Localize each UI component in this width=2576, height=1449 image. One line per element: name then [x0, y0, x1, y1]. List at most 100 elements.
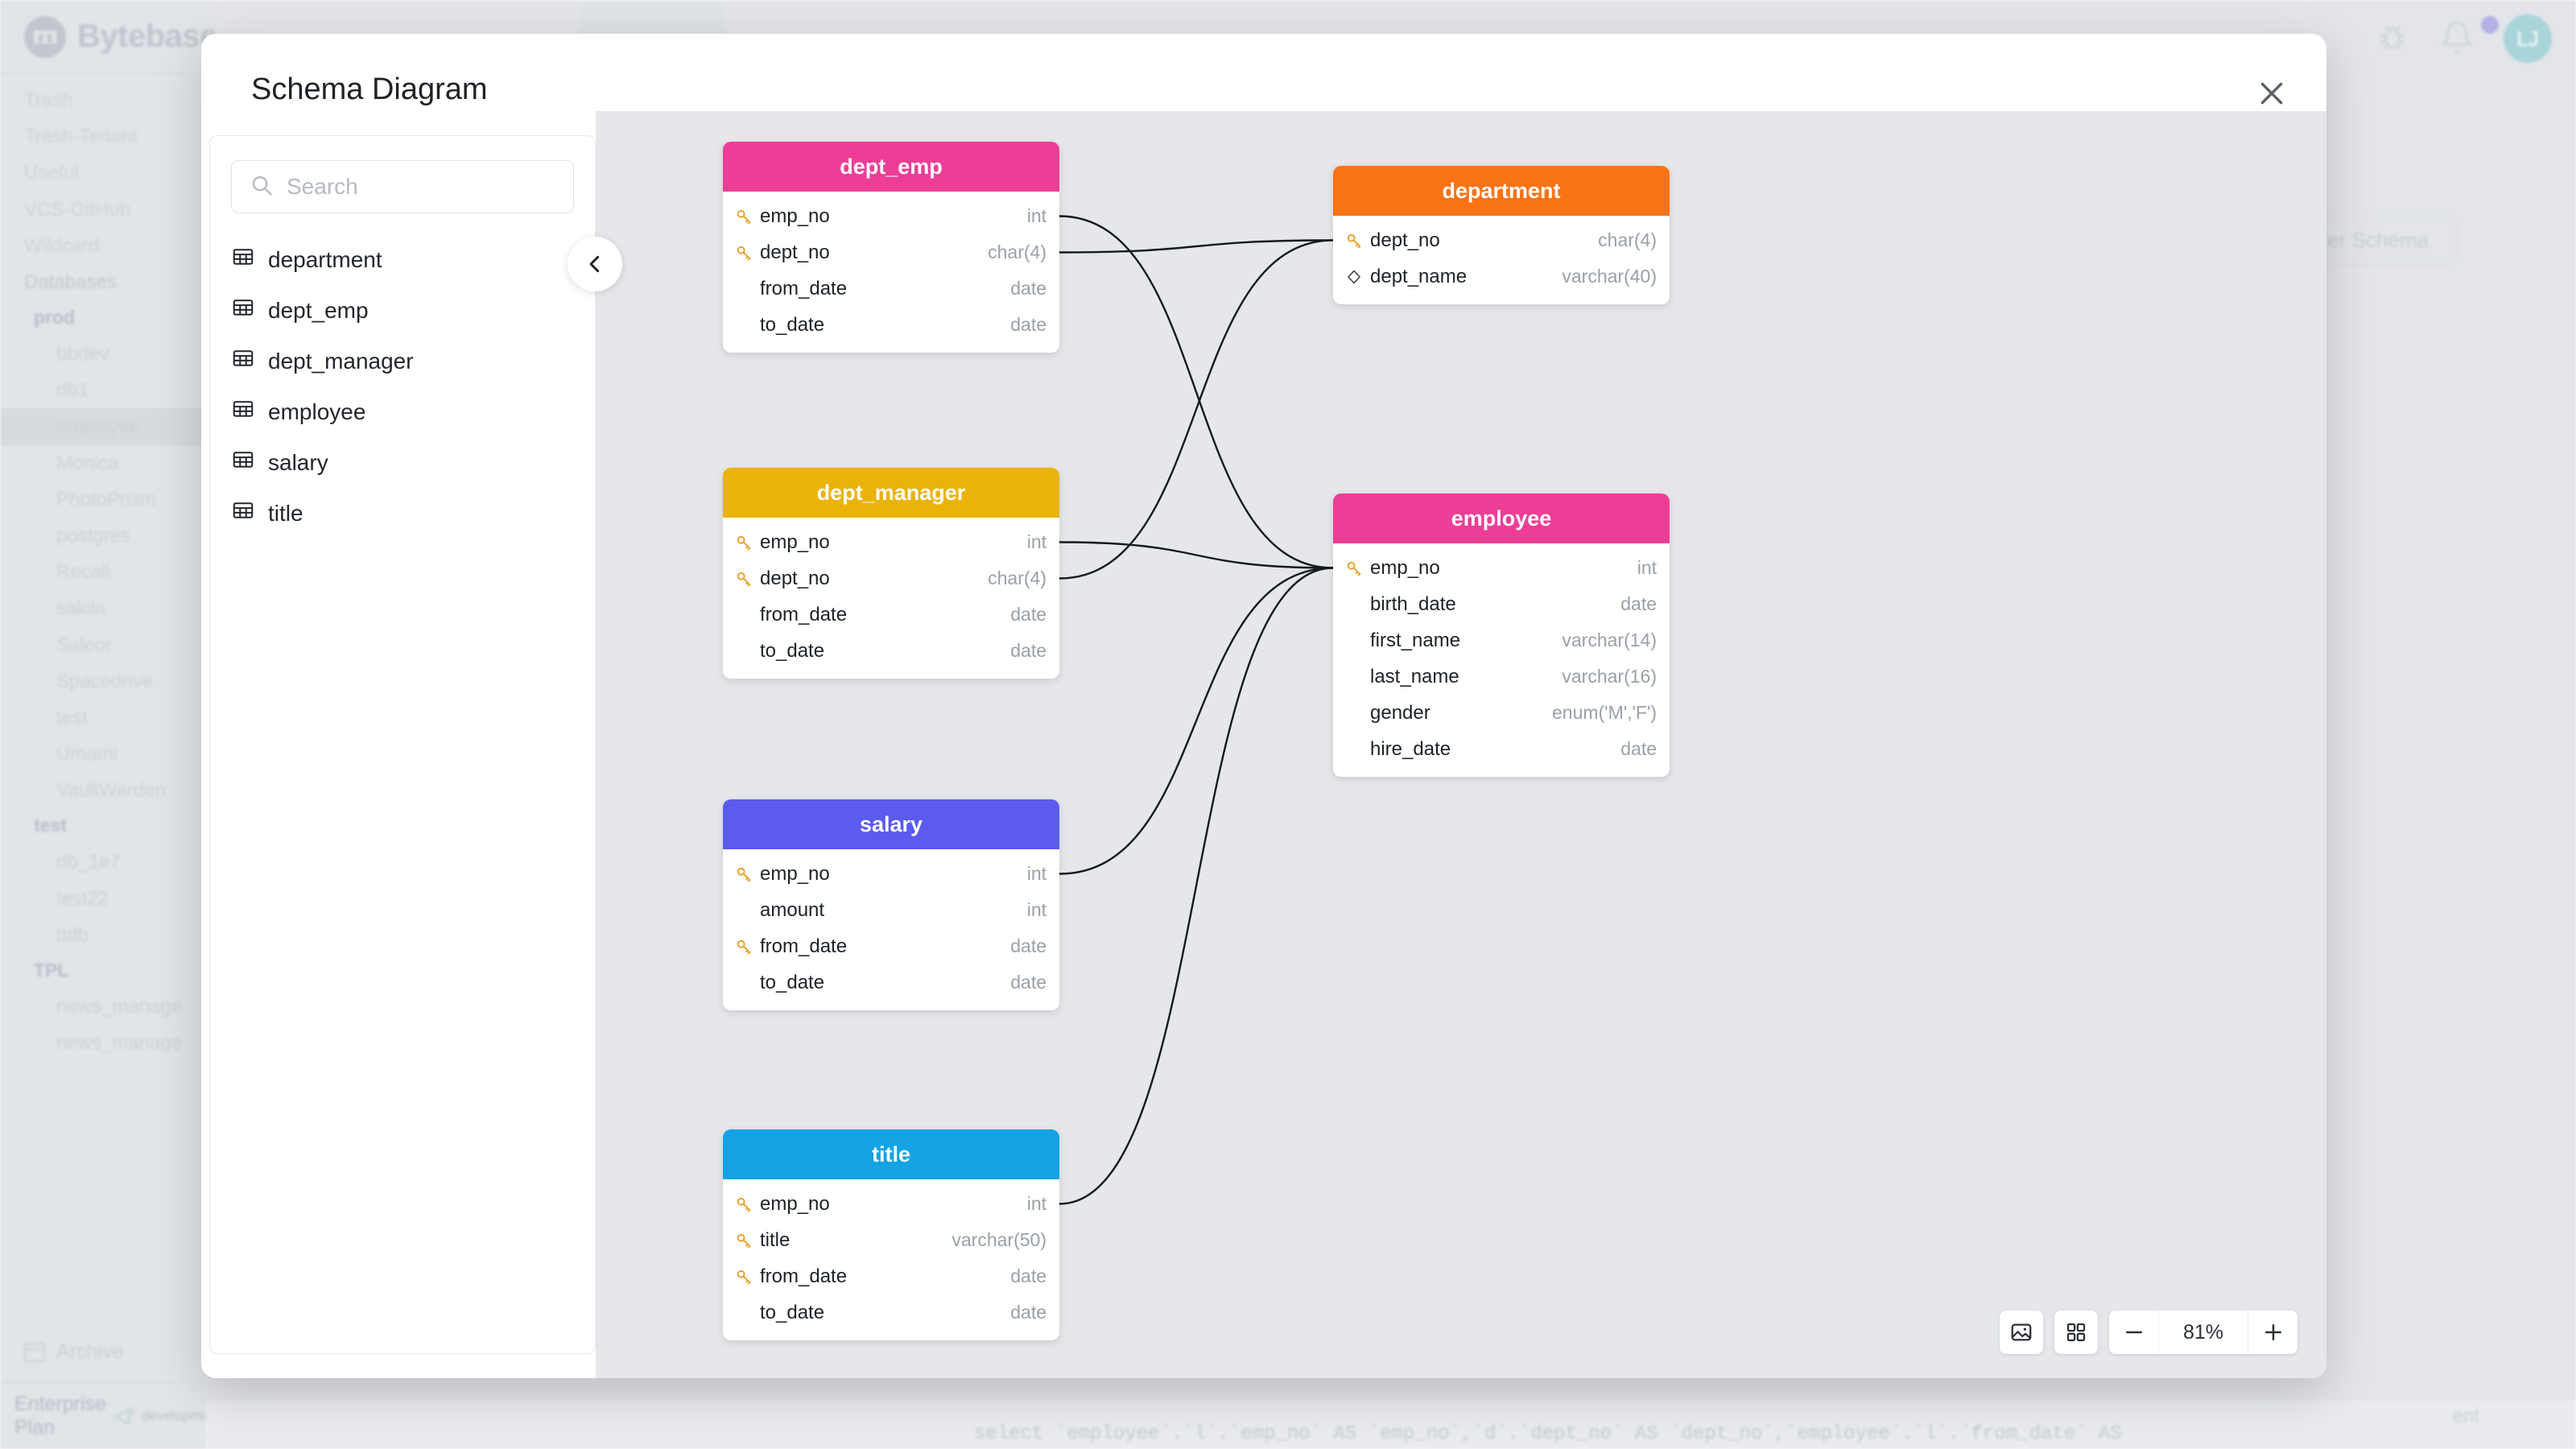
sidebar-item-test22[interactable]: test22 [56, 887, 109, 910]
table-list-item-department[interactable]: department [210, 234, 595, 285]
table-list-item-label: employee [268, 398, 366, 424]
sidebar-item-db1[interactable]: db1 [56, 379, 89, 402]
zoom-in-button[interactable] [2248, 1311, 2297, 1354]
schema-diagram-modal: Schema Diagram departmentdept_empdept_ma… [201, 34, 2326, 1378]
column-name: emp_no [760, 1192, 830, 1215]
plan-status: Enterprise Plan ◁⁾ development [0, 1381, 221, 1449]
sidebar-item-news-manage[interactable]: news_manage [56, 995, 183, 1018]
sidebar-item-db-1e7[interactable]: db_1e7 [56, 851, 122, 873]
primary-key-icon [734, 568, 760, 589]
auto-layout-icon[interactable] [2054, 1311, 2098, 1354]
notification-badge-dot [2481, 16, 2499, 34]
archive-label: Archive [56, 1340, 124, 1363]
table-list-item-label: dept_emp [268, 297, 369, 323]
close-icon[interactable] [2251, 72, 2293, 114]
column-type: date [1010, 935, 1046, 956]
canvas-toolbar: 81% [2000, 1311, 2297, 1354]
bug-icon[interactable] [2375, 19, 2410, 59]
sidebar-item-useful[interactable]: Useful [24, 162, 80, 184]
column-name: dept_no [760, 567, 830, 589]
sidebar-item-databases: Databases [24, 270, 117, 293]
sidebar-item-vaultwarden[interactable]: VaultWarden [56, 779, 167, 802]
column-type: char(4) [988, 568, 1046, 588]
primary-key-icon [1344, 230, 1370, 251]
column-name: amount [760, 898, 825, 921]
background-topbar-icons: LJ [2375, 14, 2552, 63]
collapse-panel-button[interactable] [568, 237, 622, 291]
table-list-item-dept_emp[interactable]: dept_emp [210, 285, 595, 336]
column-name: from_date [760, 277, 848, 299]
sidebar-item-photoprism[interactable]: PhotoPrism [56, 488, 157, 510]
search-box[interactable] [231, 160, 574, 213]
export-image-icon[interactable] [2000, 1311, 2043, 1354]
sidebar-item-news-manage[interactable]: news_manage [56, 1031, 183, 1054]
table-node-title: dept_emp [840, 154, 943, 179]
table-node-header: dept_manager [723, 468, 1059, 518]
sidebar-item-recall[interactable]: Recall [56, 561, 110, 584]
column-name: to_date [760, 1301, 825, 1323]
column-name: from_date [760, 1265, 848, 1287]
column-row: emp_no int [723, 1186, 1059, 1222]
sidebar-item-sakila[interactable]: sakila [56, 597, 106, 620]
column-name: hire_date [1370, 737, 1451, 760]
sidebar-item-umami[interactable]: Umami [56, 743, 118, 766]
column-row: from_date date [723, 1258, 1059, 1294]
table-node-title: salary [859, 811, 923, 836]
sidebar-item-postgres[interactable]: postgres [56, 524, 131, 547]
sidebar-item-ttdb[interactable]: ttdb [56, 923, 89, 946]
sidebar-item-spacedrive[interactable]: Spacedrive [56, 670, 154, 692]
zoom-control-group: 81% [2109, 1311, 2297, 1354]
column-name: dept_no [1370, 229, 1440, 251]
column-name: dept_no [760, 241, 830, 263]
table-list-item-title[interactable]: title [210, 488, 595, 539]
notification-bell-icon[interactable] [2439, 19, 2475, 59]
sidebar-item-monica[interactable]: Monica [56, 452, 119, 474]
sidebar-item-saleor[interactable]: Saleor [56, 634, 113, 656]
column-type: date [1010, 640, 1046, 661]
search-input[interactable] [287, 174, 555, 200]
column-name: dept_name [1370, 265, 1468, 287]
sidebar-item-test[interactable]: test [56, 706, 88, 729]
table-list-item-salary[interactable]: salary [210, 437, 595, 488]
environment-tag: development [142, 1407, 221, 1423]
column-type: int [1026, 1193, 1046, 1214]
zoom-level-label: 81% [2182, 1320, 2224, 1344]
sidebar-item-vcs-github[interactable]: VCS-GitHub [24, 198, 131, 221]
sql-preview-text: select `employee`.`l`.`emp_no` AS `emp_n… [974, 1423, 2122, 1445]
unique-key-icon [1344, 267, 1370, 287]
column-type: date [1010, 1265, 1046, 1286]
column-type: int [1026, 899, 1046, 920]
bytebase-logo-icon [24, 15, 66, 58]
sidebar-item-trash-tenant[interactable]: Trash-Tenant [24, 126, 138, 148]
relationship-edges [1040, 205, 1334, 1215]
sidebar-item-test: test [34, 815, 67, 836]
sidebar-item-wildcard[interactable]: Wildcard [24, 234, 100, 257]
avatar[interactable]: LJ [2504, 14, 2552, 63]
sidebar-item-bbdev[interactable]: bbdev [56, 343, 109, 365]
sidebar-item-employee[interactable]: employee [0, 408, 205, 445]
sidebar-item-archive[interactable]: Archive [0, 1332, 205, 1372]
table-icon [231, 346, 255, 376]
table-list-item-dept_manager[interactable]: dept_manager [210, 336, 595, 386]
sidebar-item-trash[interactable]: Trash [24, 89, 73, 111]
primary-key-icon [734, 206, 760, 227]
zoom-out-button[interactable] [2109, 1311, 2159, 1354]
table-list-item-employee[interactable]: employee [210, 386, 595, 437]
